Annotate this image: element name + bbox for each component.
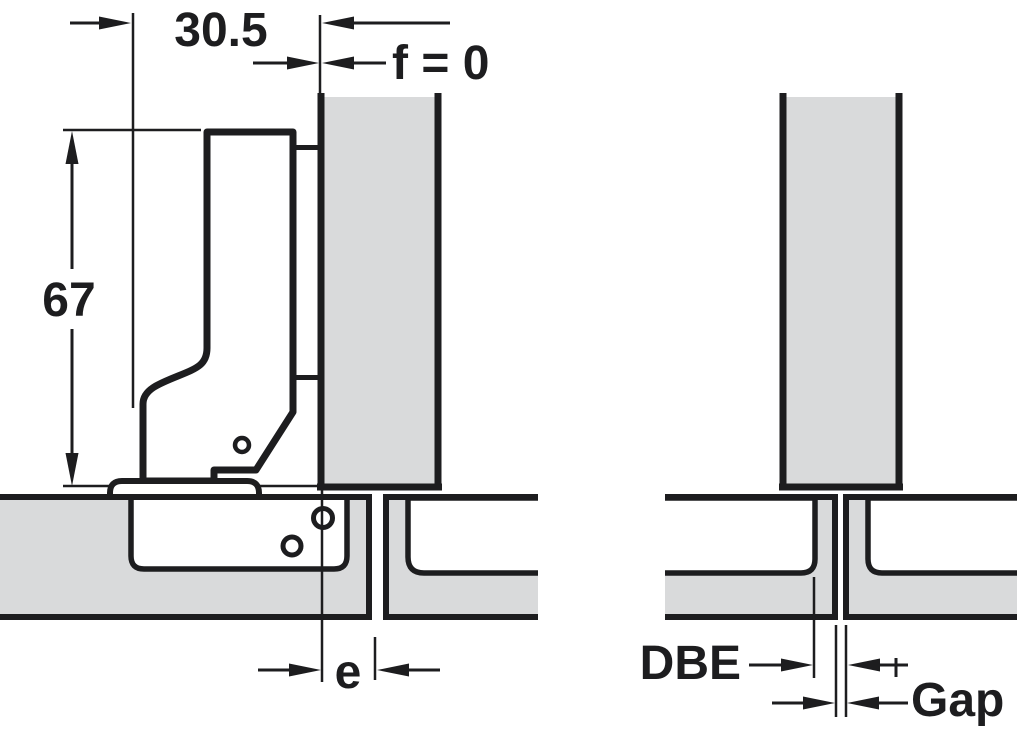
door-left2-recess xyxy=(665,495,818,576)
door-section-left-2 xyxy=(665,494,838,620)
dim-label-edge-distance: e xyxy=(335,646,362,699)
door-right2-recess xyxy=(865,495,1017,576)
mounting-plate xyxy=(293,145,321,380)
door-right-recess xyxy=(405,495,538,576)
dim-label-hinge-height: 67 xyxy=(42,274,95,327)
cabinet-side-fill xyxy=(321,97,438,487)
dim-e: e xyxy=(258,488,440,699)
cabinet-side-panel xyxy=(317,93,442,491)
cup-screw-hole xyxy=(280,534,304,558)
cabinet-side2-fill xyxy=(783,97,899,487)
dim-gap: Gap xyxy=(772,625,1004,727)
hinge-arm xyxy=(139,128,297,485)
dim-f0: f = 0 xyxy=(253,37,489,90)
dim-label-drilling-distance: 30.5 xyxy=(174,4,267,57)
hinge-cup-recess xyxy=(128,498,350,572)
dim-label-gap: Gap xyxy=(911,674,1004,727)
hinge-cup-flange xyxy=(107,478,262,500)
dim-67: 67 xyxy=(42,131,96,486)
cabinet-side-panel-2 xyxy=(779,93,903,491)
door-section-right xyxy=(383,494,538,620)
dim-label-dbe: DBE xyxy=(640,637,741,690)
door-section-left xyxy=(0,494,372,620)
dim-dbe: DBE xyxy=(640,577,908,690)
dim-30-5: 30.5 xyxy=(70,4,450,57)
arm-adjustment-hole xyxy=(232,435,252,455)
door-section-right-2 xyxy=(843,494,1017,620)
dim-label-overlay: f = 0 xyxy=(392,37,489,90)
